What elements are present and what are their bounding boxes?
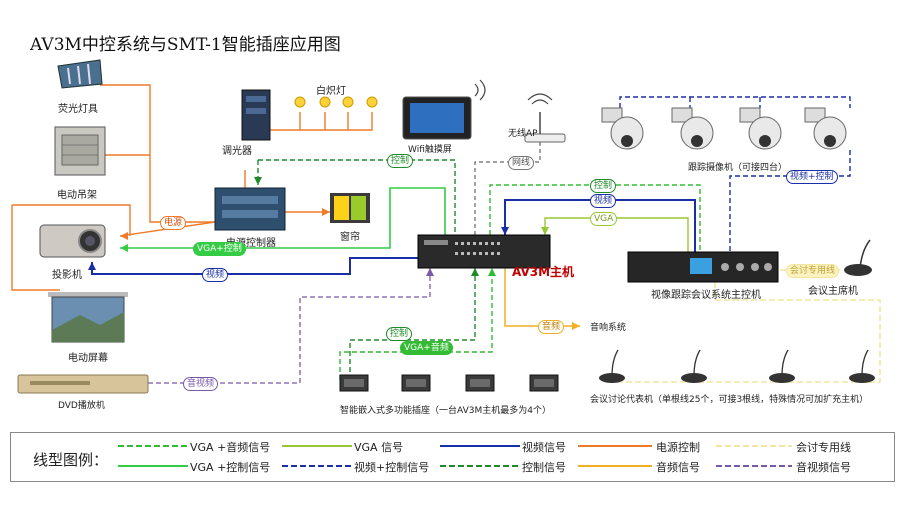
- legend-item: VGA +音频信号: [190, 441, 271, 454]
- tag-control-dimmer: 控制: [387, 154, 414, 168]
- legend-item: 音频信号: [656, 461, 700, 474]
- conference-host-label: 视像跟踪会议系统主控机: [651, 290, 761, 301]
- legend-item: 控制信号: [522, 461, 566, 474]
- legend-item: 电源控制: [656, 441, 700, 454]
- vga-control-lines: [120, 187, 446, 249]
- video-control-lines: [619, 96, 851, 252]
- lift-label: 电动吊架: [57, 190, 97, 201]
- tag-vga-cam: VGA: [590, 212, 618, 226]
- tracking-cameras-icon: [601, 107, 847, 150]
- tag-audio: 音频: [538, 320, 565, 334]
- legend-title: 线型图例：: [33, 451, 109, 469]
- fluorescent-label: 荧光灯具: [58, 104, 98, 115]
- wireless-ap-icon: [524, 93, 566, 143]
- socket-label: 智能嵌入式多功能插座（一台AV3M主机最多为4个）: [340, 406, 551, 416]
- screen-label: 电动屏幕: [68, 353, 108, 364]
- curtain-icon: [330, 193, 370, 223]
- delegate-units-icon: [599, 349, 875, 383]
- delegates-label: 会议讨论代表机（单根线25个，可接3根线，特殊情况可加扩充主机）: [590, 395, 869, 405]
- fluorescent-fixture-icon: [57, 59, 103, 89]
- legend-box: 线型图例：: [10, 432, 895, 482]
- power-controller-icon: [214, 187, 286, 231]
- tag-video-proj: 视频: [202, 268, 229, 282]
- projector-icon: [39, 224, 106, 258]
- diagram-title: AV3M中控系统与SMT-1智能插座应用图: [30, 35, 341, 55]
- audio-system-label: 音响系统: [590, 323, 627, 333]
- tag-video-cam: 视频: [590, 194, 617, 208]
- tag-av-dvd: 音视频: [183, 377, 219, 391]
- av-lines: [148, 268, 431, 384]
- legend-item: 音视频信号: [796, 461, 851, 474]
- chairman-unit-icon: [844, 239, 872, 276]
- legend-item: VGA 信号: [354, 441, 404, 454]
- touchscreen-label: Wifi触摸屏: [408, 145, 452, 155]
- legend-item: 会讨专用线: [796, 441, 851, 454]
- incandescent-bulbs-icon: [294, 96, 378, 108]
- vga-lines: [544, 217, 689, 252]
- dvd-label: DVD播放机: [58, 401, 105, 411]
- curtain-label: 窗帘: [340, 232, 360, 243]
- tag-power: 电源: [160, 216, 187, 230]
- tag-conf-line: 会讨专用线: [786, 264, 840, 278]
- tag-control-socket: 控制: [386, 327, 413, 341]
- tag-control-cam: 控制: [590, 179, 617, 193]
- tag-vga-ctrl-proj: VGA+控制: [193, 242, 246, 256]
- legend-samples: [118, 445, 792, 467]
- dimmer-icon: [241, 89, 271, 141]
- dimmer-label: 调光器: [222, 146, 252, 157]
- legend-item: VGA +控制信号: [190, 461, 271, 474]
- conference-host-icon: [627, 251, 779, 283]
- av3m-host-icon: [417, 234, 551, 269]
- projector-label: 投影机: [52, 270, 82, 281]
- power-controller-label: 电源控制器: [226, 238, 276, 249]
- wifi-touchscreen-icon: [402, 79, 486, 140]
- chairman-label: 会议主席机: [808, 286, 858, 297]
- tag-network: 网线: [508, 156, 535, 170]
- cameras-label: 跟踪摄像机（可接四台）: [688, 163, 788, 173]
- incandescent-label: 白炽灯: [316, 86, 346, 97]
- legend-item: 视频+控制信号: [354, 461, 430, 474]
- dvd-player-icon: [17, 374, 149, 394]
- projection-screen-icon: [48, 292, 128, 343]
- network-line: [474, 142, 541, 235]
- wireless-ap-label: 无线AP: [508, 129, 538, 139]
- av3m-host-label: AV3M主机: [512, 265, 575, 279]
- tag-vga-audio-socket: VGA+音频: [400, 341, 453, 355]
- tag-video-cam-ctrl: 视频+控制: [786, 170, 838, 184]
- smart-sockets-icon: [339, 374, 559, 392]
- arrow-heads: [88, 177, 580, 330]
- legend-item: 视频信号: [522, 441, 566, 454]
- motorized-lift-icon: [54, 126, 106, 176]
